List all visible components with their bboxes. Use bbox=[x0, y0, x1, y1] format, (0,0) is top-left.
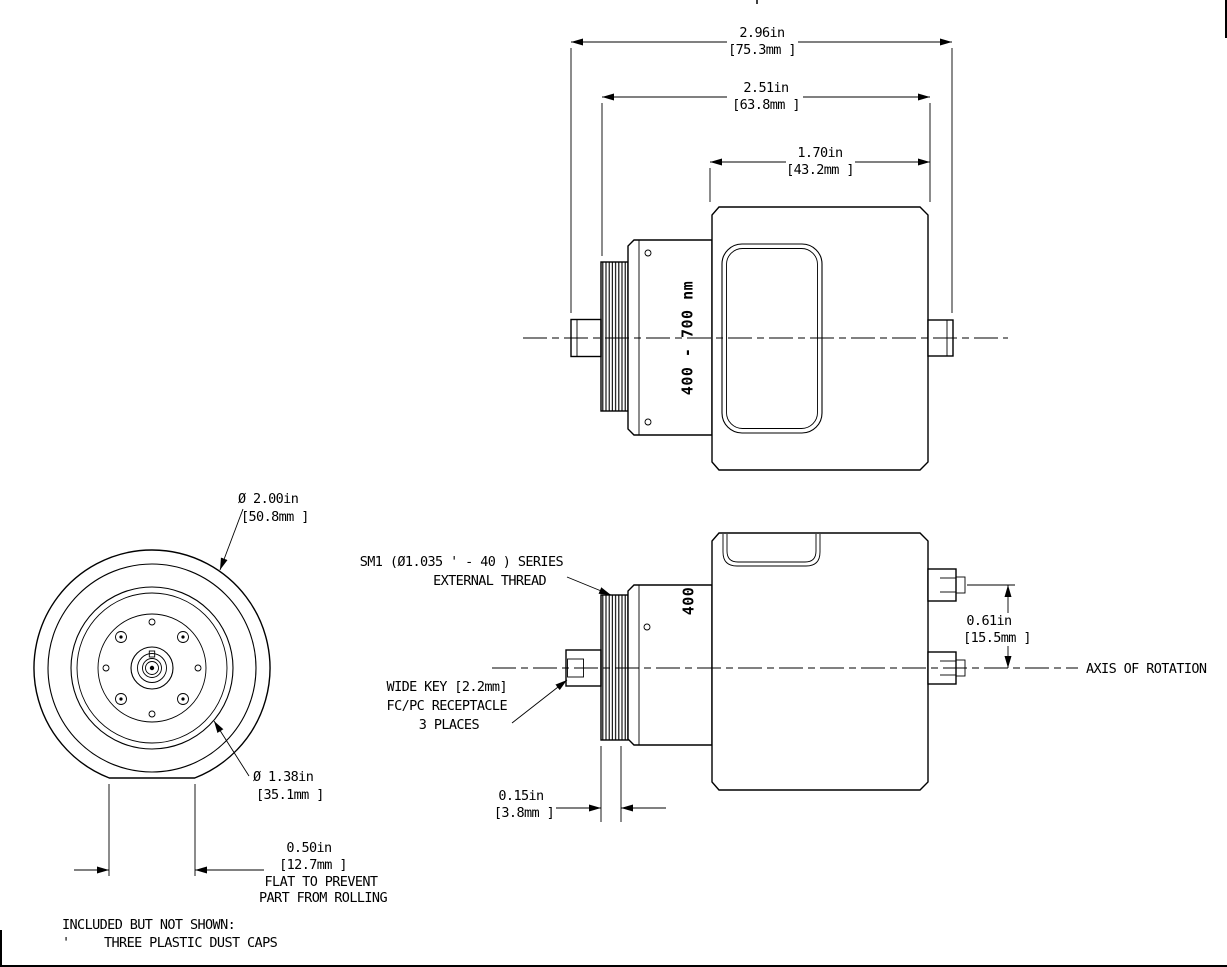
label-window-edge-outer bbox=[722, 534, 821, 567]
dim-overall-in: 2.96in bbox=[739, 25, 784, 41]
dim-inner-dia-mm: [35.1mm ] bbox=[256, 787, 324, 803]
label-window-inner bbox=[726, 248, 818, 429]
sm1-thread-section-bottom bbox=[600, 594, 629, 741]
dim-mid-in: 2.51in bbox=[743, 80, 788, 96]
side-view-bottom: 400 AXIS OF ROTATION SM1 (Ø1.035 ' - 40 … bbox=[360, 532, 1208, 822]
sm1-thread-section bbox=[600, 261, 629, 412]
side-view-top: 400 - 700 nm 2.96in [75.3mm ] 2.51in [63… bbox=[523, 25, 1008, 471]
dim-outer-dia-mm: [50.8mm ] bbox=[241, 509, 309, 525]
mount-screws bbox=[102, 618, 202, 718]
outer-housing-circle bbox=[33, 549, 271, 779]
fc-receptacle-front bbox=[130, 646, 174, 690]
dim-body-in: 1.70in bbox=[797, 145, 842, 161]
dim-inner-dia-in: Ø 1.38in bbox=[253, 769, 313, 785]
axis-of-rotation-label: AXIS OF ROTATION bbox=[1086, 661, 1207, 677]
setscrew bbox=[643, 623, 651, 631]
dim-outer-dia-in: Ø 2.00in bbox=[238, 491, 298, 507]
flat-note-line1: FLAT TO PREVENT bbox=[265, 874, 378, 890]
setscrew-top bbox=[644, 249, 652, 257]
included-note-line2: THREE PLASTIC DUST CAPS bbox=[104, 935, 278, 951]
label-window-outer bbox=[721, 243, 823, 434]
front-end-view: Ø 2.00in [50.8mm ] Ø 1.38in [35.1mm ] 0.… bbox=[33, 491, 388, 951]
sm1-thread-label-line2: EXTERNAL THREAD bbox=[433, 573, 546, 589]
dim-offset-mm: [15.5mm ] bbox=[963, 630, 1031, 646]
included-note-line1: INCLUDED BUT NOT SHOWN: bbox=[62, 917, 235, 933]
leader-outer-dia bbox=[219, 508, 244, 571]
included-note-bullet: ' bbox=[62, 935, 70, 951]
dim-body-mm: [43.2mm ] bbox=[786, 162, 854, 178]
inner-bore-circle bbox=[70, 586, 234, 750]
inner-bore-circle-2 bbox=[76, 592, 228, 744]
dim-thread-mm: [3.8mm ] bbox=[494, 805, 554, 821]
main-body bbox=[711, 206, 929, 471]
setscrew-bottom bbox=[644, 418, 652, 426]
label-window-edge-inner bbox=[726, 534, 817, 563]
dim-overall-mm: [75.3mm ] bbox=[728, 42, 796, 58]
main-body-bottom bbox=[711, 532, 929, 791]
dim-mid-mm: [63.8mm ] bbox=[732, 97, 800, 113]
sm1-thread-label-line1: SM1 (Ø1.035 ' - 40 ) SERIES bbox=[360, 554, 564, 570]
wavelength-label-partial: 400 bbox=[680, 587, 698, 616]
dim-flat-mm: [12.7mm ] bbox=[279, 857, 347, 873]
leader-wide-key bbox=[511, 679, 568, 724]
fc-key-notch bbox=[148, 650, 156, 658]
mount-plate-circle bbox=[97, 613, 207, 723]
wide-key-label-line3: 3 PLACES bbox=[419, 717, 480, 733]
flat-note-line2: PART FROM ROLLING bbox=[259, 890, 387, 906]
leader-inner-dia bbox=[213, 720, 250, 777]
fiber-core-dot bbox=[149, 665, 155, 671]
housing-step-circle bbox=[47, 563, 257, 773]
leader-sm1-thread bbox=[566, 576, 612, 596]
front-drum bbox=[627, 239, 713, 436]
dim-flat-in: 0.50in bbox=[286, 840, 331, 856]
wide-key-label-line1: WIDE KEY [2.2mm] bbox=[387, 679, 507, 695]
front-drum-bottom bbox=[627, 584, 713, 746]
dim-offset-in: 0.61in bbox=[966, 613, 1011, 629]
dim-thread-in: 0.15in bbox=[498, 788, 543, 804]
fc-receptacle-side-top bbox=[927, 568, 966, 602]
wide-key-label-line2: FC/PC RECEPTACLE bbox=[387, 698, 508, 714]
